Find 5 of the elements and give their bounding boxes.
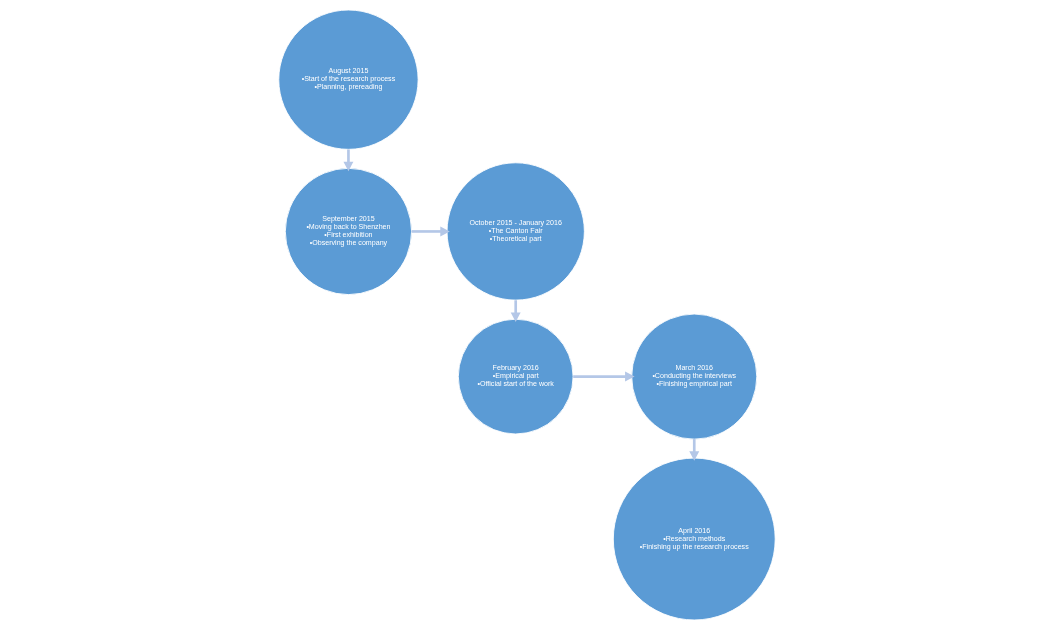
arrow bbox=[343, 149, 354, 172]
arrow bbox=[411, 226, 450, 237]
arrow bbox=[510, 300, 521, 322]
arrow bbox=[689, 439, 700, 461]
arrow bbox=[573, 371, 635, 382]
